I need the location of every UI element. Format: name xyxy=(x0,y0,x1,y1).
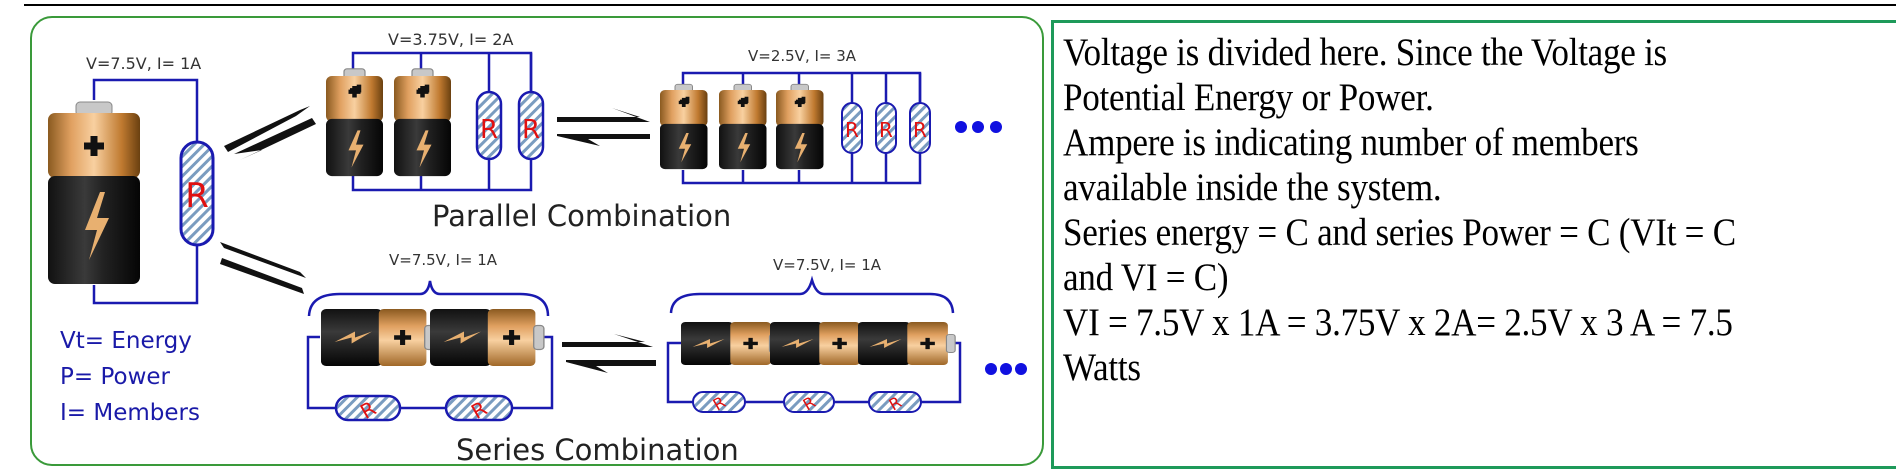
explanation-line: Ampere is indicating number of members xyxy=(1063,121,1639,164)
battery xyxy=(717,82,769,171)
resistor-label: R xyxy=(845,118,859,142)
explanation-line: VI = 7.5V x 1A = 3.75V x 2A= 2.5V x 3 A … xyxy=(1063,301,1733,344)
resistor-label: R xyxy=(480,115,498,145)
parallel-three-label: V=2.5V, I= 3A xyxy=(748,47,857,65)
legend-members: I= Members xyxy=(60,400,200,426)
battery xyxy=(681,322,778,365)
battery xyxy=(321,309,435,366)
explanation-line: Voltage is divided here. Since the Volta… xyxy=(1063,31,1667,74)
wire-single xyxy=(92,78,199,305)
explanation-line: available inside the system. xyxy=(1063,166,1442,209)
explanation-panel: Voltage is divided here. Since the Volta… xyxy=(1051,20,1896,469)
resistor-label: R xyxy=(522,115,540,145)
battery xyxy=(774,82,826,171)
equilibrium-arrow-parallel xyxy=(224,106,316,160)
series-title: Series Combination xyxy=(456,433,739,467)
single-label: V=7.5V, I= 1A xyxy=(86,54,201,73)
battery xyxy=(858,322,955,365)
resistor-label: R xyxy=(185,176,209,216)
resistor-label: R xyxy=(913,118,927,142)
explanation-line: and VI = C) xyxy=(1063,256,1229,299)
parallel-title: Parallel Combination xyxy=(432,199,731,233)
ellipsis-parallel xyxy=(955,121,1002,133)
series-two-label: V=7.5V, I= 1A xyxy=(389,251,498,269)
parallel-two-resistors: R R xyxy=(475,90,545,161)
series-three-resistors: R R R xyxy=(692,391,922,414)
battery xyxy=(770,322,867,365)
explanation-line: Potential Energy or Power. xyxy=(1063,76,1434,119)
explanation-line: Series energy = C and series Power = C (… xyxy=(1063,211,1736,254)
brace-series-two xyxy=(307,280,550,317)
resistor-label: R xyxy=(879,118,893,142)
battery xyxy=(658,82,710,171)
parallel-three-resistors: R R R xyxy=(841,102,931,154)
legend: Vt= Energy P= Power I= Members xyxy=(60,328,200,426)
battery xyxy=(394,69,451,176)
series-two-resistors: R R xyxy=(334,394,514,424)
top-rule xyxy=(24,4,1896,6)
battery xyxy=(430,309,544,366)
equilibrium-arrow-series xyxy=(220,242,306,294)
legend-power: P= Power xyxy=(60,364,171,390)
equilibrium-arrow-series-2 xyxy=(562,334,656,373)
ellipsis-series xyxy=(985,363,1027,375)
legend-energy: Vt= Energy xyxy=(60,328,192,354)
brace-series-three xyxy=(669,275,955,314)
big-battery xyxy=(48,101,140,284)
single-resistor: R xyxy=(179,140,215,247)
battery xyxy=(326,69,383,176)
equilibrium-arrow-parallel-2 xyxy=(557,108,650,146)
explanation-line: Watts xyxy=(1063,346,1141,389)
parallel-two-label: V=3.75V, I= 2A xyxy=(388,30,513,49)
series-three-label: V=7.5V, I= 1A xyxy=(773,256,882,274)
battery-diagram: V=7.5V, I= 1A R V=3.75V, I= 2A R xyxy=(48,30,1027,467)
